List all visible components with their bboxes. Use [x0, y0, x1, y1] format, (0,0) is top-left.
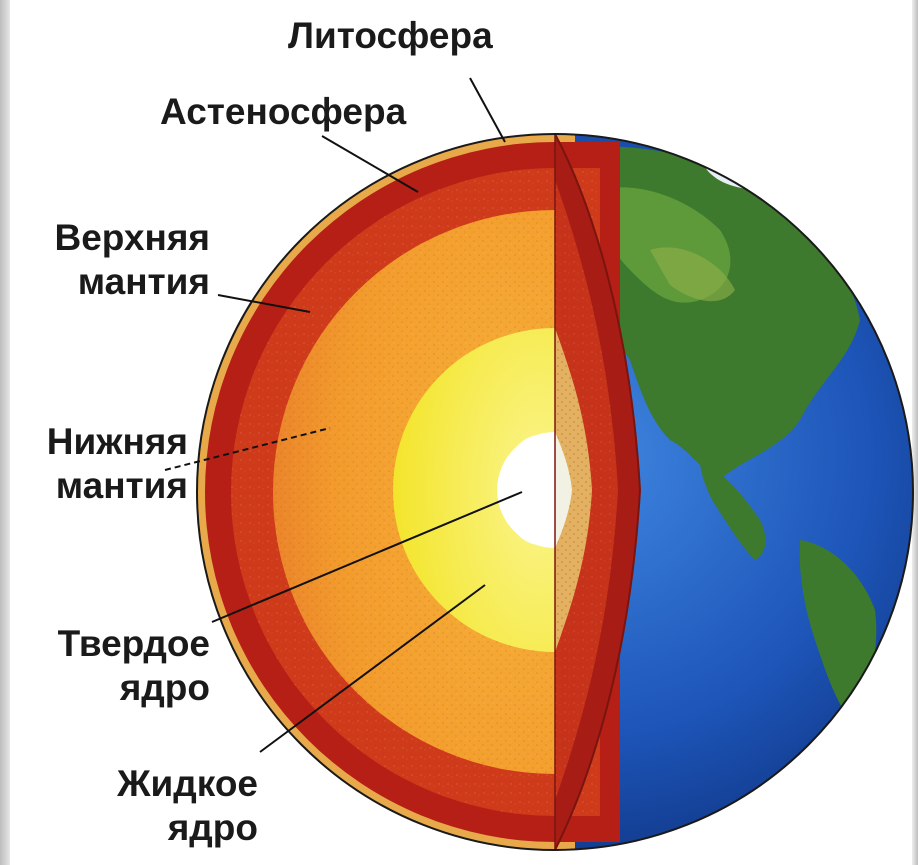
leader-lower-mantle — [164, 427, 331, 471]
landmass-central-america — [700, 460, 766, 560]
label-liquid-core: Жидкое ядро — [117, 763, 258, 848]
cut-face-solid-core — [555, 432, 572, 548]
leader-upper-mantle — [217, 294, 311, 313]
leader-lithosphere — [469, 77, 506, 143]
label-lithosphere: Литосфера — [288, 15, 493, 56]
label-solid-core: Твердое ядро — [57, 623, 210, 708]
leader-asthenosphere — [321, 135, 419, 193]
label-asthenosphere: Астеносфера — [160, 91, 407, 132]
right-frame-border — [912, 0, 918, 865]
layer-liquid-core — [393, 328, 555, 652]
leader-solid-core — [211, 491, 523, 623]
landmass-south-america — [799, 540, 877, 720]
left-frame-border — [0, 0, 10, 865]
label-upper-mantle: Верхняя мантия — [54, 217, 210, 302]
leader-liquid-core — [259, 584, 486, 753]
leader-lines — [164, 77, 523, 753]
cutaway-section — [196, 133, 914, 851]
label-lower-mantle: Нижняя мантия — [46, 421, 188, 506]
